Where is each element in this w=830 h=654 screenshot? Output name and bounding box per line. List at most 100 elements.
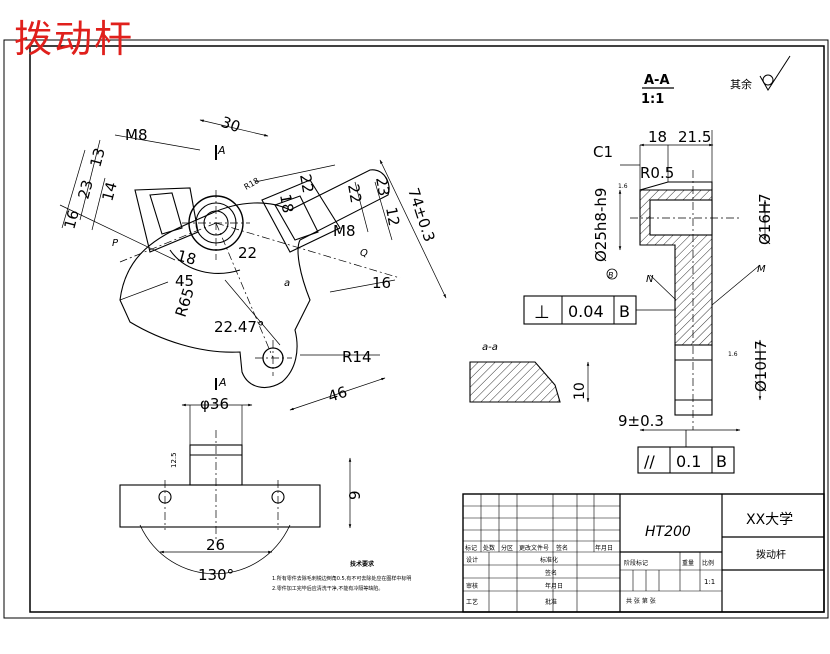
dim-26: 26 (206, 536, 225, 554)
col-zone: 分区 (501, 544, 513, 552)
watermark-title: 拨动杆 (14, 17, 135, 61)
dim-12: 12 (382, 206, 403, 228)
section-aa-dims: C1 18 21.5 R0.5 Ø25h8-h9 Ø16H7 Ø10H7 9±0… (592, 128, 774, 430)
letter-m: M (757, 264, 766, 275)
dim-10: 10 (572, 382, 588, 400)
bottom-view-dims: φ36 9 26 130° 12.5 (170, 395, 364, 584)
weight-label: 重量 (682, 559, 694, 567)
parallel-value: 0.1 (676, 452, 701, 471)
sheet-count: 共 张 第 张 (626, 597, 656, 605)
parallel-symbol: // (644, 452, 655, 471)
perp-symbol: ⊥ (534, 302, 550, 323)
row-date2: 年月日 (545, 582, 563, 590)
rough-section-2: 1.6 (728, 351, 738, 358)
detail-aa: a-a 10 (469, 342, 590, 403)
outer-frame (3, 39, 829, 619)
stage-mark: 阶段标记 (624, 559, 648, 567)
letter-p: P (112, 238, 119, 249)
rough-12-5: 12.5 (170, 452, 178, 468)
technical-notes: 技术要求 1.所有零件去除毛刺锐边倒角0.5,有不可去除处应在图样中标明 2.零… (272, 560, 411, 592)
row-sign2: 签名 (545, 569, 557, 577)
dim-45: 45 (175, 272, 194, 290)
dim-m8-right: M8 (333, 222, 356, 240)
letter-a: a (284, 278, 290, 289)
parallel-datum: B (716, 452, 727, 471)
main-view-dims: M8 30 13 23 14 16 18 45 R65 22.47° 22 R1… (60, 113, 438, 406)
section-aa (618, 130, 767, 432)
col-count: 处数 (483, 544, 495, 552)
title-block-text: HT200 XX大学 拨动杆 标记 处数 分区 更改文件号 签名 年月日 设计 … (465, 512, 793, 606)
col-mark: 标记 (465, 544, 477, 552)
row-review: 审核 (466, 582, 478, 590)
notes-line1: 1.所有零件去除毛刺锐边倒角0.5,有不可去除处应在图样中标明 (272, 575, 411, 582)
dim-130: 130° (198, 566, 234, 584)
dim-9-0-3: 9±0.3 (618, 412, 664, 430)
col-doc: 更改文件号 (519, 544, 549, 552)
dim-9: 9 (346, 490, 364, 500)
roughness-symbol-icon (759, 55, 791, 91)
main-view (59, 119, 447, 411)
row-approve: 批准 (545, 598, 557, 606)
dim-23-left: 23 (74, 178, 96, 201)
dim-23-right: 23 (372, 176, 393, 198)
surface-rest-label: 其余 (730, 77, 752, 91)
col-date: 年月日 (595, 544, 613, 552)
dim-13: 13 (86, 146, 108, 169)
dim-r18-small: R18 (243, 176, 261, 192)
view-arrow-a-bottom: A (218, 376, 227, 389)
letter-n: N (646, 274, 654, 285)
dim-m8-left: M8 (125, 126, 148, 144)
school: XX大学 (746, 512, 793, 528)
col-sign: 签名 (556, 544, 568, 552)
section-aa-header: A-A 1:1 其余 (641, 55, 791, 107)
dim-phi25: Ø25h8-h9 (592, 188, 610, 262)
notes-line2: 2.零件加工完毕后应清洗干净,不能有冷隔等缺陷。 (272, 585, 383, 592)
dim-r14: R14 (342, 348, 372, 366)
dim-18-left: 18 (175, 246, 198, 268)
dim-74: 74±0.3 (404, 186, 438, 244)
dim-21-5: 21.5 (678, 128, 711, 146)
scale-label: 比例 (702, 559, 714, 567)
section-scale: 1:1 (641, 92, 664, 107)
dim-c1: C1 (593, 143, 613, 161)
rough-section-1: 1.6 (618, 183, 628, 190)
tolerance-perpendicularity: ⊥ 0.04 B (523, 295, 676, 325)
notes-heading: 技术要求 (350, 560, 375, 568)
dim-phi36: φ36 (200, 395, 229, 413)
perp-value: 0.04 (568, 302, 604, 321)
dim-14: 14 (98, 180, 120, 203)
dim-46: 46 (326, 383, 350, 406)
title-block (462, 493, 825, 613)
row-craft: 工艺 (466, 598, 478, 606)
view-arrow-a-top: A (217, 144, 226, 157)
part-name: 拨动杆 (756, 548, 786, 561)
dim-18-section: 18 (648, 128, 667, 146)
dim-angle-2247: 22.47° (214, 318, 264, 336)
letter-q: Q (360, 248, 368, 259)
dim-16-left: 16 (60, 208, 82, 231)
dim-22-mid: 22 (238, 244, 257, 262)
dim-phi16: Ø16H7 (756, 193, 774, 245)
dim-16-right: 16 (372, 274, 391, 292)
perp-datum: B (619, 302, 630, 321)
detail-label: a-a (482, 342, 498, 353)
dim-r65: R65 (172, 286, 198, 320)
section-label: A-A (644, 73, 670, 88)
datum-b-letter: B (608, 271, 614, 280)
datum-b-marker: B (606, 268, 618, 280)
dim-phi10: Ø10H7 (752, 340, 770, 392)
dim-18-top: 18 (276, 193, 297, 215)
scale-value: 1:1 (704, 578, 715, 586)
dim-22-right: 22 (344, 183, 365, 205)
bottom-view (119, 403, 352, 575)
row-standard: 标准化 (540, 556, 558, 564)
tolerance-parallelism: // 0.1 B (637, 430, 735, 474)
dim-22-top: 22 (296, 173, 317, 195)
material: HT200 (645, 524, 691, 540)
dim-30: 30 (219, 113, 243, 136)
inner-frame (29, 45, 825, 613)
dim-r0-5: R0.5 (640, 164, 674, 182)
row-design: 设计 (466, 556, 478, 564)
